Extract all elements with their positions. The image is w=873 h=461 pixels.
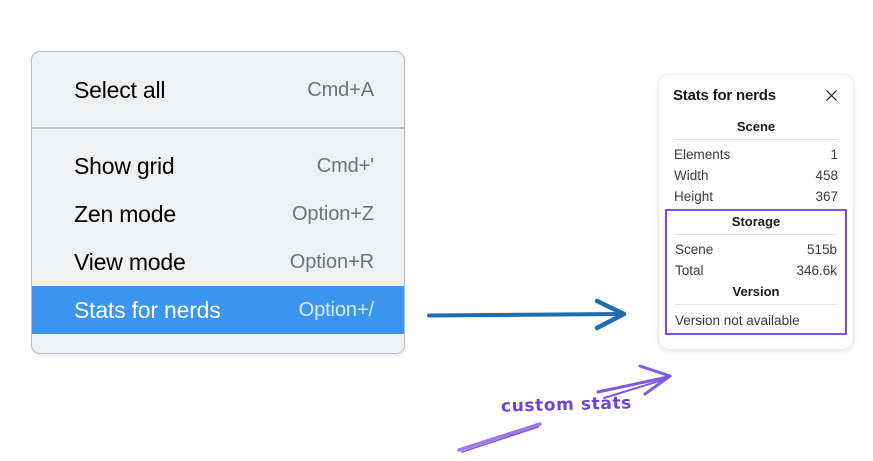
stats-section-version: Version Version not available: [674, 281, 838, 329]
menu-item-show-grid[interactable]: Show grid Cmd+': [32, 142, 404, 190]
stat-row-total: Total 346.6k: [674, 260, 838, 281]
stat-row-scene: Scene 515b: [674, 239, 838, 260]
stat-key: Height: [674, 189, 714, 204]
stat-value: 458: [815, 168, 838, 183]
menu-divider: [32, 127, 404, 129]
stat-row-elements: Elements 1: [673, 144, 839, 165]
blue-arrow: [427, 298, 627, 331]
stat-value: 346.6k: [796, 263, 837, 278]
menu-item-select-all[interactable]: Select all Cmd+A: [32, 66, 404, 114]
stats-section-storage: Storage Scene 515b Total 346.6k: [674, 211, 838, 281]
menu-item-shortcut: Option+Z: [291, 202, 374, 225]
section-header-version: Version: [732, 284, 780, 299]
stat-key: Width: [674, 168, 709, 183]
menu-footer: [32, 334, 404, 353]
stat-key: Elements: [674, 147, 731, 162]
section-divider: [675, 304, 837, 305]
section-divider: [675, 234, 837, 235]
stat-value: 367: [815, 189, 838, 204]
context-menu[interactable]: Select all Cmd+A Show grid Cmd+' Zen mod…: [31, 51, 405, 354]
stat-value: 1: [830, 147, 838, 162]
menu-item-stats-for-nerds[interactable]: Stats for nerds Option+/: [32, 286, 404, 334]
stat-value: 515b: [806, 242, 837, 257]
menu-item-label: Stats for nerds: [74, 296, 221, 323]
menu-group-primary: Select all Cmd+A: [32, 52, 404, 127]
menu-item-view-mode[interactable]: View mode Option+R: [32, 238, 404, 286]
stats-panel-header: Stats for nerds: [673, 87, 839, 104]
stats-panel-title: Stats for nerds: [673, 87, 776, 104]
section-divider: [674, 139, 838, 140]
custom-stats-annotation-label: custom stats: [500, 393, 633, 417]
stat-key: Scene: [675, 242, 714, 257]
menu-item-shortcut: Cmd+': [316, 154, 374, 177]
menu-item-label: Show grid: [74, 152, 175, 179]
menu-group-secondary: Show grid Cmd+' Zen mode Option+Z View m…: [32, 129, 404, 334]
menu-item-label: View mode: [74, 248, 186, 275]
menu-item-shortcut: Option+/: [298, 298, 374, 321]
menu-item-shortcut: Cmd+A: [307, 78, 374, 101]
menu-item-label: Zen mode: [74, 200, 176, 227]
stats-section-scene: Scene Elements 1 Width 458 Height 367: [673, 116, 839, 207]
menu-item-shortcut: Option+R: [289, 250, 374, 273]
stat-row-height: Height 367: [673, 186, 839, 207]
stat-key: Total: [675, 263, 704, 278]
menu-item-label: Select all: [74, 76, 166, 103]
version-value: Version not available: [675, 313, 800, 328]
custom-stats-highlight-box: Storage Scene 515b Total 346.6k Version …: [665, 209, 847, 335]
menu-item-zen-mode[interactable]: Zen mode Option+Z: [32, 190, 404, 238]
section-header-storage: Storage: [731, 214, 781, 229]
stats-for-nerds-panel: Stats for nerds Scene Elements 1 Width 4…: [659, 75, 853, 349]
section-header-scene: Scene: [736, 119, 776, 134]
close-icon[interactable]: [824, 88, 839, 103]
stat-row-width: Width 458: [673, 165, 839, 186]
purple-tail-stroke: [457, 422, 542, 453]
